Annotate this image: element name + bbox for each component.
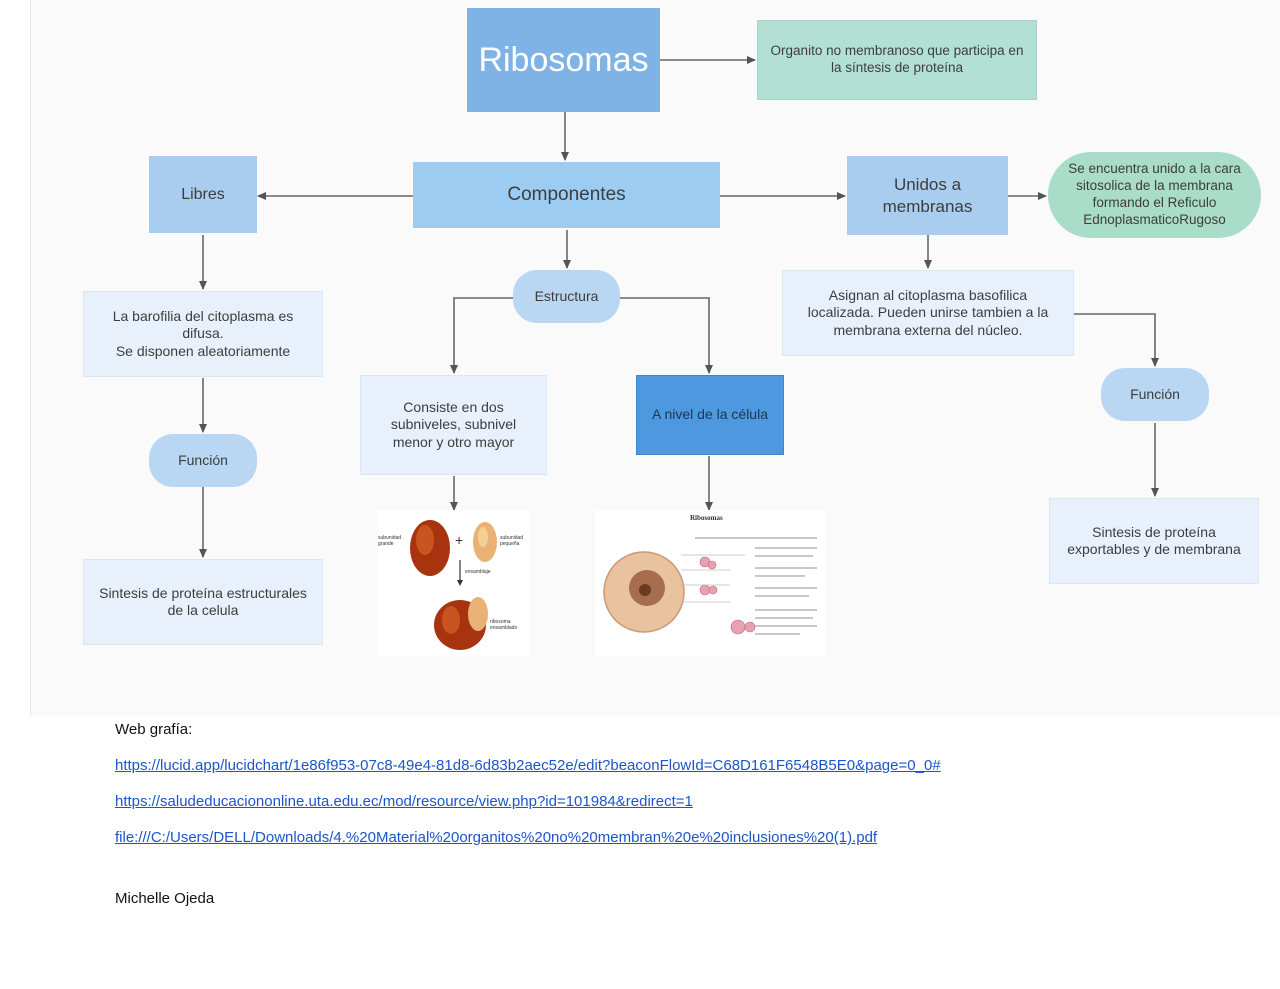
author-name: Michelle Ojeda xyxy=(115,890,215,907)
definition-node: Organito no membranoso que participa en … xyxy=(757,20,1037,100)
ribosome-subunits-figure: subunidad grande + subunidad pequeña ens… xyxy=(378,510,530,656)
connector-layer xyxy=(199,56,1159,558)
bound-location-node: Se encuentra unido a la cara sitosolica … xyxy=(1048,152,1261,238)
free-description-node: La barofilia del citoplasma es difusa. S… xyxy=(83,291,323,377)
title-node: Ribosomas xyxy=(467,8,660,112)
cell-level-node: A nivel de la célula xyxy=(636,375,784,455)
bound-function-node: Función xyxy=(1101,368,1209,421)
free-function-node: Función xyxy=(149,434,257,487)
free-function-description-node: Sintesis de proteína estructurales de la… xyxy=(83,559,323,645)
large-subunit-label: subunidad grande xyxy=(378,535,402,547)
reference-link-2[interactable]: https://saludeducaciononline.uta.edu.ec/… xyxy=(115,793,693,810)
bound-node: Unidos a membranas xyxy=(847,156,1008,235)
structure-node: Estructura xyxy=(513,270,620,323)
reference-link-3[interactable]: file:///C:/Users/DELL/Downloads/4.%20Mat… xyxy=(115,829,878,846)
arrow-structure-desc xyxy=(450,297,514,374)
references-heading: Web grafía: xyxy=(115,721,193,738)
bound-description-node: Asignan al citoplasma basofilica localiz… xyxy=(782,270,1074,356)
free-node: Libres xyxy=(149,156,257,233)
assembled-ribosome-label: ribosoma ensamblado xyxy=(490,619,518,631)
cell-ribosomes-figure: Ribosomas xyxy=(595,510,825,656)
assembly-label: ensamblaje xyxy=(465,569,491,575)
cell-figure-heading: Ribosomas xyxy=(690,514,723,522)
ribosome-detail-icons xyxy=(699,556,756,635)
components-node: Componentes xyxy=(413,162,720,228)
plus-sign: + xyxy=(455,532,464,548)
bound-function-description-node: Sintesis de proteína exportables y de me… xyxy=(1049,498,1259,584)
reference-link-1[interactable]: https://lucid.app/lucidchart/1e86f953-07… xyxy=(115,757,941,774)
arrow-bound-desc-function xyxy=(1074,313,1159,367)
structure-description-node: Consiste en dos subniveles, subnivel men… xyxy=(360,375,547,475)
small-subunit-label: subunidad pequeña xyxy=(500,535,524,547)
arrow-structure-cell xyxy=(620,297,713,374)
